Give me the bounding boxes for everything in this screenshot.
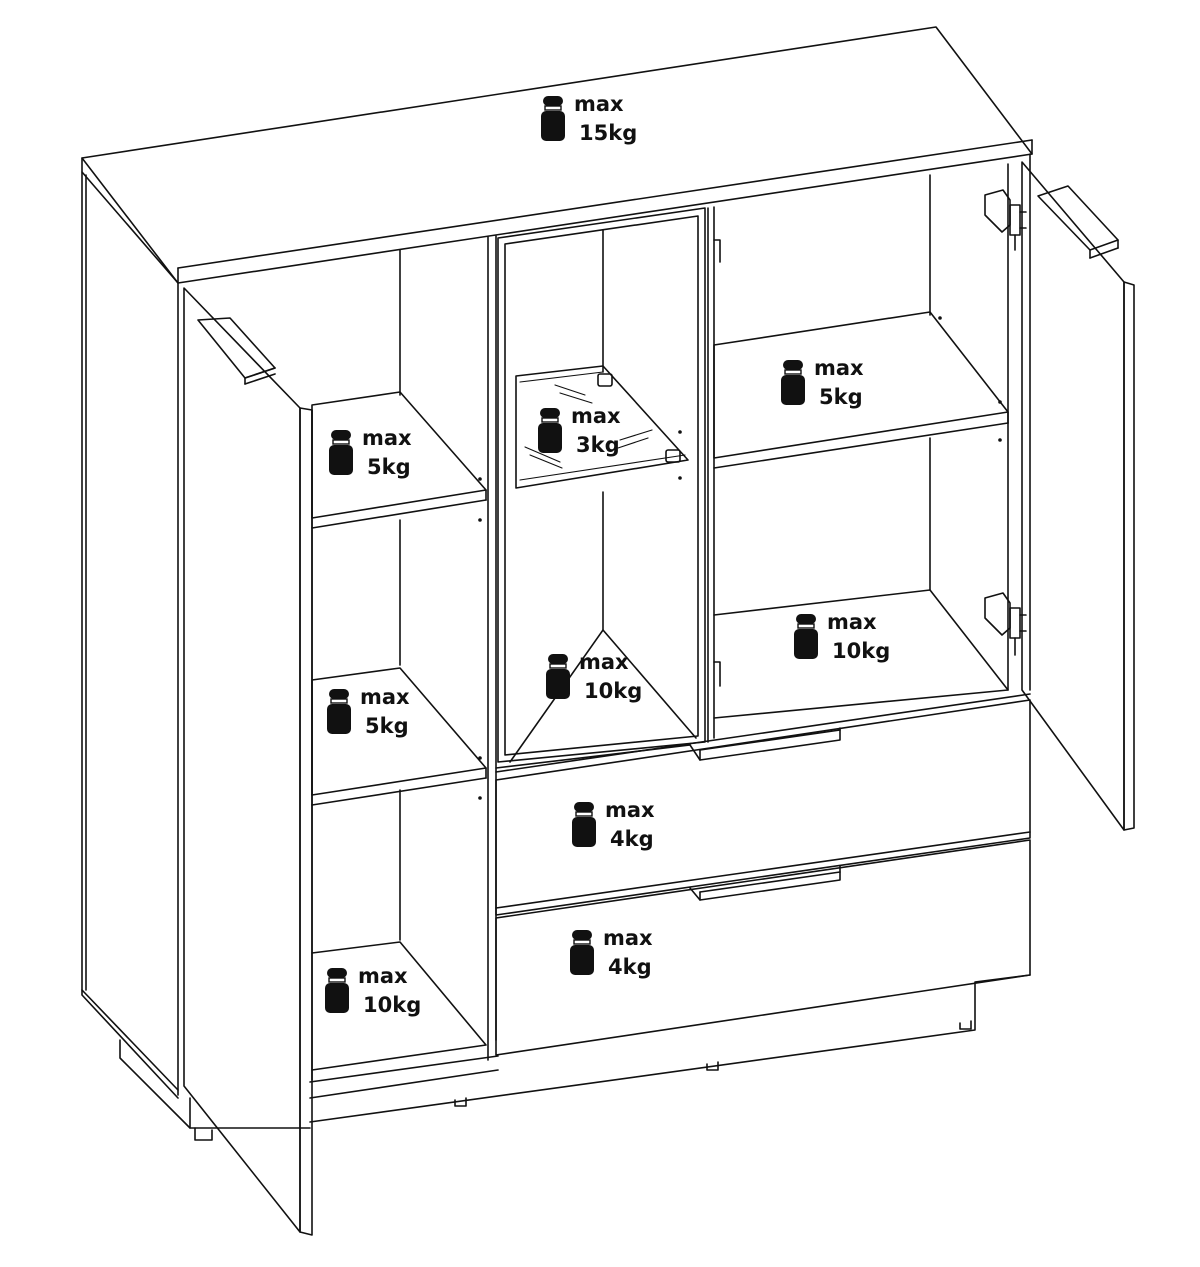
weight-label-right-upper-shelf: max 5kg [781,356,864,409]
cabinet-top [81,26,1033,284]
weight-label-value: 5kg [819,385,863,409]
weight-icon [325,968,349,1013]
weight-label-left-upper-shelf: max 5kg [329,426,412,479]
hinge-upper [984,189,1027,251]
weight-label-value: 3kg [576,433,620,457]
weight-label-left-bottom: max 10kg [325,964,421,1017]
weight-label-glass-shelf: max 3kg [538,404,621,457]
weight-label-value: 4kg [608,955,652,979]
weight-label-max: max [579,650,629,674]
weight-label-left-middle-shelf: max 5kg [327,685,410,738]
weight-icon [781,360,805,405]
weight-icon [794,614,818,659]
left-door [183,287,313,1236]
weight-label-value: 5kg [365,714,409,738]
weight-icon [546,654,570,699]
weight-label-drawer-lower: max 4kg [570,926,653,979]
weight-icon [329,430,353,475]
weight-label-value: 5kg [367,455,411,479]
weight-label-value: 15kg [579,121,637,145]
weight-icon [541,96,565,141]
weight-label-right-bottom: max 10kg [794,610,890,663]
weight-icon [570,930,594,975]
weight-label-value: 4kg [610,827,654,851]
weight-icon [327,689,351,734]
weight-label-value: 10kg [832,639,890,663]
weight-label-value: 10kg [584,679,642,703]
weight-label-max: max [362,426,412,450]
weight-icon [572,802,596,847]
weight-label-top: max 15kg [541,92,637,145]
cabinet-plinth [119,974,1031,1141]
right-door [1021,161,1135,831]
drawers [495,693,1031,1056]
hinge-lower [984,592,1027,656]
weight-icon [538,408,562,453]
center-compartment [497,207,706,763]
weight-label-max: max [574,92,624,116]
weight-label-center-bottom: max 10kg [546,650,642,703]
cabinet-left-side [81,171,179,1099]
weight-label-max: max [605,798,655,822]
weight-label-max: max [360,685,410,709]
weight-label-max: max [827,610,877,634]
weight-labels: max15kgmax5kgmax5kgmax10kgmax3kgmax10kgm… [325,92,890,1017]
left-compartment [311,235,497,1081]
weight-label-max: max [814,356,864,380]
weight-label-max: max [603,926,653,950]
weight-label-max: max [358,964,408,988]
weight-label-max: max [571,404,621,428]
weight-label-drawer-upper: max 4kg [572,798,655,851]
right-compartment [707,153,1031,743]
weight-label-value: 10kg [363,993,421,1017]
